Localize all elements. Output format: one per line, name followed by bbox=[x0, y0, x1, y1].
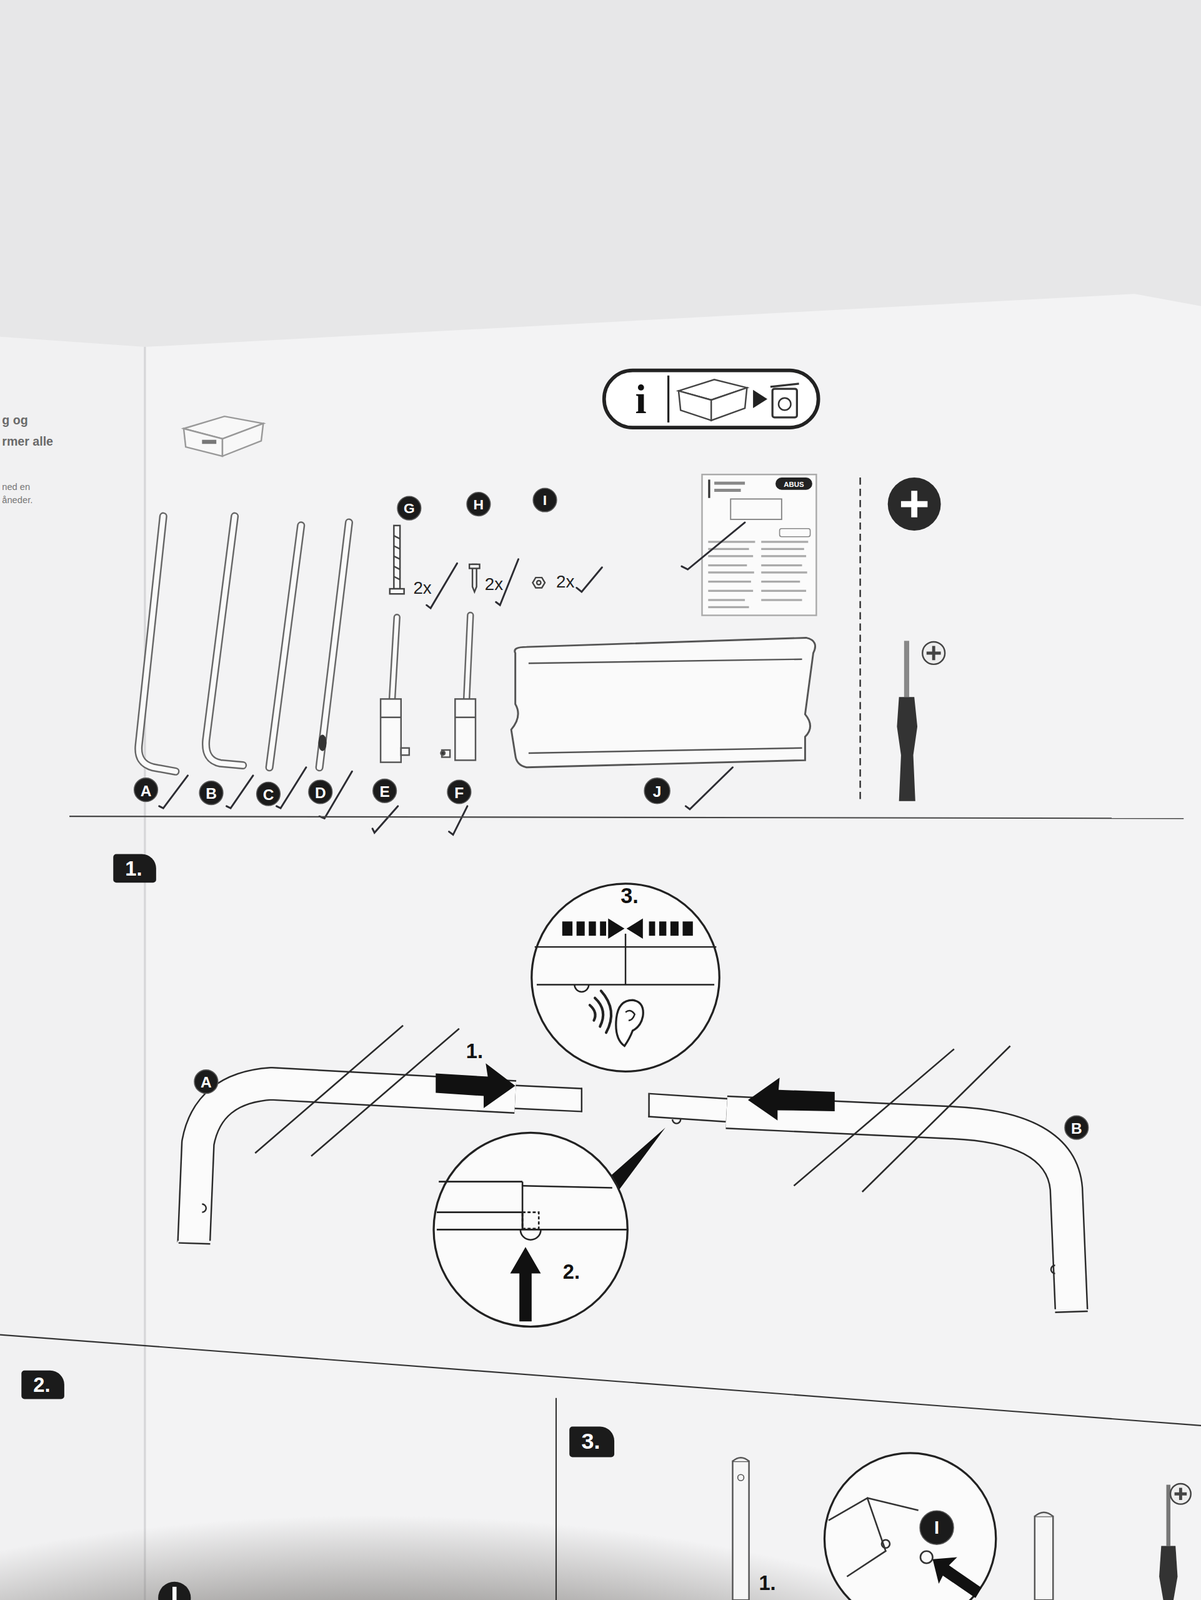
part-letter: F bbox=[446, 779, 472, 804]
callout-number: 1. bbox=[466, 1040, 484, 1062]
callout-number: 2x bbox=[484, 574, 504, 593]
part-letter-text: F bbox=[454, 782, 464, 801]
page-text: rmer alle bbox=[1, 435, 54, 449]
step-number-text: 1. bbox=[124, 856, 142, 880]
part-letter-text: B bbox=[205, 784, 217, 802]
part-letter-text: C bbox=[263, 784, 275, 803]
callout-number: 3. bbox=[620, 884, 639, 906]
callout-number: 1. bbox=[758, 1572, 776, 1593]
part-letter-text: A bbox=[140, 781, 152, 799]
part-letter-text: J bbox=[652, 781, 662, 800]
callout-number: 2. bbox=[563, 1260, 580, 1282]
step-number: 1. bbox=[113, 854, 157, 883]
brand-logo: ABUS bbox=[783, 479, 804, 487]
page-text: åneder. bbox=[1, 495, 33, 505]
part-letter: H bbox=[466, 491, 491, 517]
step-number: 3. bbox=[569, 1426, 615, 1458]
part-letter-text: I bbox=[934, 1516, 940, 1538]
part-letter-text: D bbox=[314, 782, 327, 801]
part-letter-text: I bbox=[543, 491, 547, 509]
step-number-text: 3. bbox=[581, 1428, 601, 1455]
part-letter: A bbox=[133, 777, 159, 802]
part-letter: C bbox=[256, 781, 281, 807]
part-letter: B bbox=[1064, 1115, 1089, 1140]
part-letter: A bbox=[193, 1069, 219, 1094]
callout-number: 2x bbox=[556, 573, 575, 591]
page-text: ned en bbox=[1, 481, 30, 492]
part-letter: J bbox=[643, 777, 670, 804]
info-symbol: i bbox=[634, 379, 647, 420]
part-letter-text: G bbox=[403, 499, 415, 517]
step-number: 2. bbox=[21, 1370, 65, 1400]
part-letter: G bbox=[396, 495, 422, 520]
page-text: g og bbox=[1, 414, 28, 427]
part-letter: I bbox=[532, 487, 557, 512]
part-letter: B bbox=[198, 780, 224, 805]
part-letter-text: B bbox=[1071, 1118, 1083, 1137]
part-letter-text: E bbox=[379, 781, 390, 800]
part-letter: D bbox=[308, 779, 333, 804]
part-letter-text: A bbox=[200, 1072, 212, 1091]
part-letter: E bbox=[372, 778, 397, 803]
part-letter: I bbox=[919, 1509, 955, 1545]
part-letter-text: H bbox=[473, 495, 485, 512]
step-number-text: 2. bbox=[33, 1373, 50, 1396]
callout-number: 2x bbox=[413, 579, 432, 597]
